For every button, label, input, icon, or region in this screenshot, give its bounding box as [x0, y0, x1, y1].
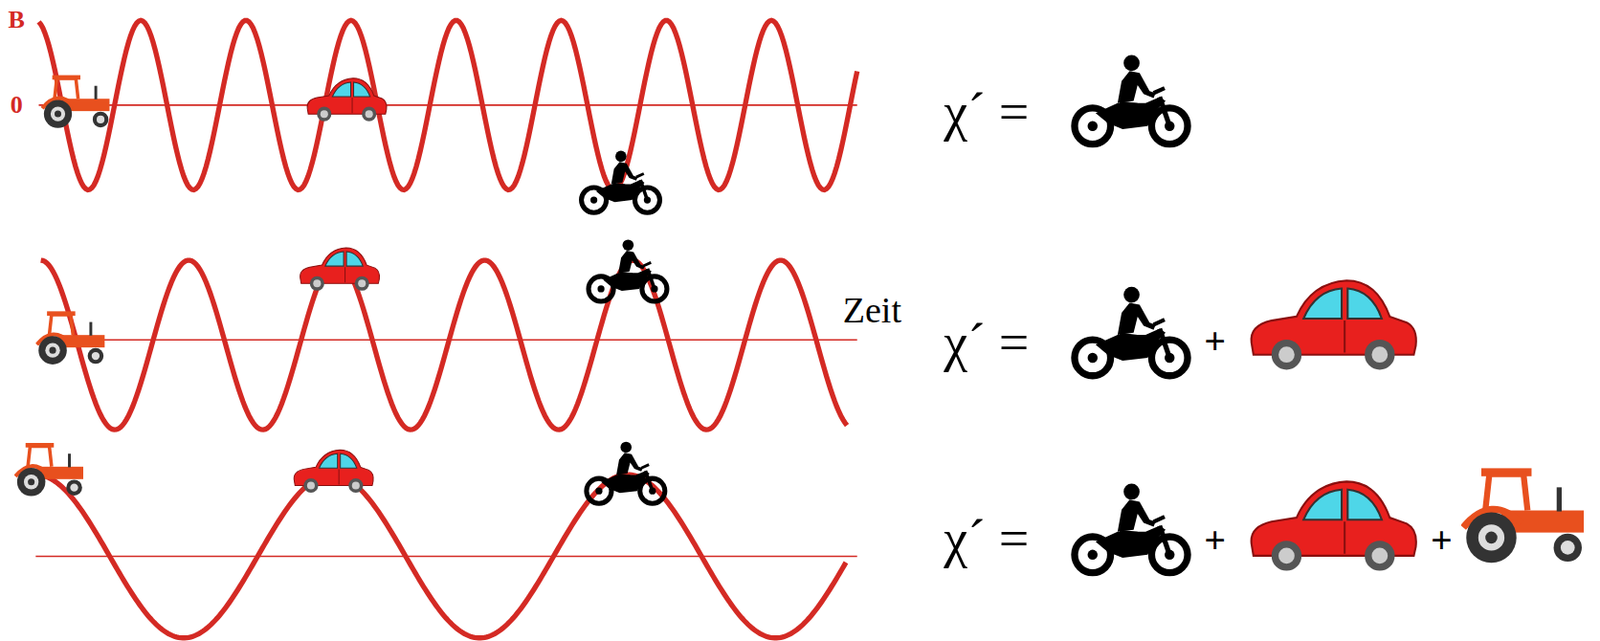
car-icon	[1251, 481, 1417, 571]
motorcycle-icon	[581, 151, 661, 214]
plus-sign: +	[1430, 519, 1453, 562]
equation-label: χ´ =	[943, 313, 1029, 374]
axis-line	[35, 555, 857, 558]
sine-wave	[41, 260, 847, 430]
sine-wave	[39, 20, 858, 190]
plus-sign: +	[1203, 519, 1226, 562]
axis-label: 0	[10, 91, 23, 120]
car-icon	[293, 449, 374, 493]
equation-label: χ´ =	[943, 510, 1029, 570]
sine-wave	[35, 474, 846, 639]
plus-sign: +	[1203, 320, 1226, 363]
tractor-icon	[42, 75, 110, 129]
axis-line	[39, 104, 858, 107]
motorcycle-icon	[1074, 287, 1188, 377]
axis-label: Zeit	[843, 290, 902, 332]
car-icon	[300, 247, 380, 291]
motorcycle-icon	[1074, 55, 1188, 145]
tractor-icon	[15, 443, 84, 497]
tractor-icon	[1463, 467, 1584, 563]
car-icon	[307, 78, 387, 122]
motorcycle-icon	[586, 442, 666, 505]
axis-label: B	[8, 6, 25, 35]
equation-label: χ´ =	[943, 83, 1029, 143]
motorcycle-icon	[588, 239, 667, 302]
tractor-icon	[37, 311, 106, 365]
motorcycle-icon	[1074, 484, 1188, 574]
car-icon	[1251, 280, 1417, 370]
